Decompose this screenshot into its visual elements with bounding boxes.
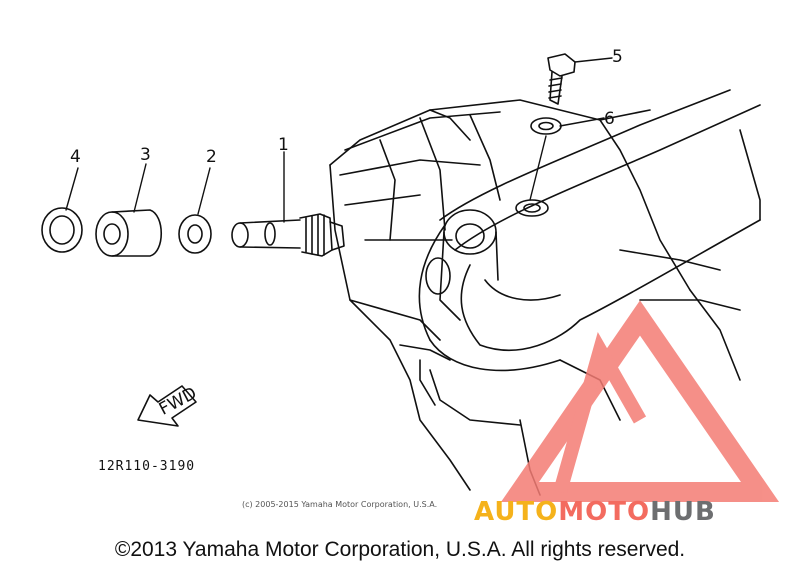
copyright-notice: ©2013 Yamaha Motor Corporation, U.S.A. A… [114,538,686,561]
bolt-part-5 [547,53,576,105]
automotohub-logo-icon [500,300,780,502]
bolt-seat [515,199,549,217]
washer-part-6 [530,117,562,135]
callout-4: 4 [70,147,81,167]
gear-housing-boss [425,209,499,321]
logo-word-hub: HUB [650,497,716,527]
callout-3: 3 [140,145,151,165]
seal-part-4 [41,207,83,253]
forward-arrow-icon [137,385,197,427]
logo-word-auto: AUTO [474,497,558,527]
washer-part-2 [178,214,212,254]
callout-2: 2 [206,147,217,167]
logo-word-moto: MOTO [558,497,650,527]
bushing-part-3 [95,209,162,257]
callout-6: 6 [604,109,615,129]
leader-lines [65,57,613,241]
svg-text:AUTOMOTOHUB: AUTOMOTOHUB [474,497,716,527]
inner-copyright-watermark: (c) 2005-2015 Yamaha Motor Corporation, … [242,500,437,509]
part-code: 12R110-3190 [98,459,195,474]
engine-case [329,99,741,496]
callout-5: 5 [612,47,623,67]
gear-shaft-part-1 [231,213,345,257]
automotohub-wordmark: AUTOMOTOHUB [474,497,716,527]
frame-rail [418,89,761,426]
callout-1: 1 [278,135,289,155]
